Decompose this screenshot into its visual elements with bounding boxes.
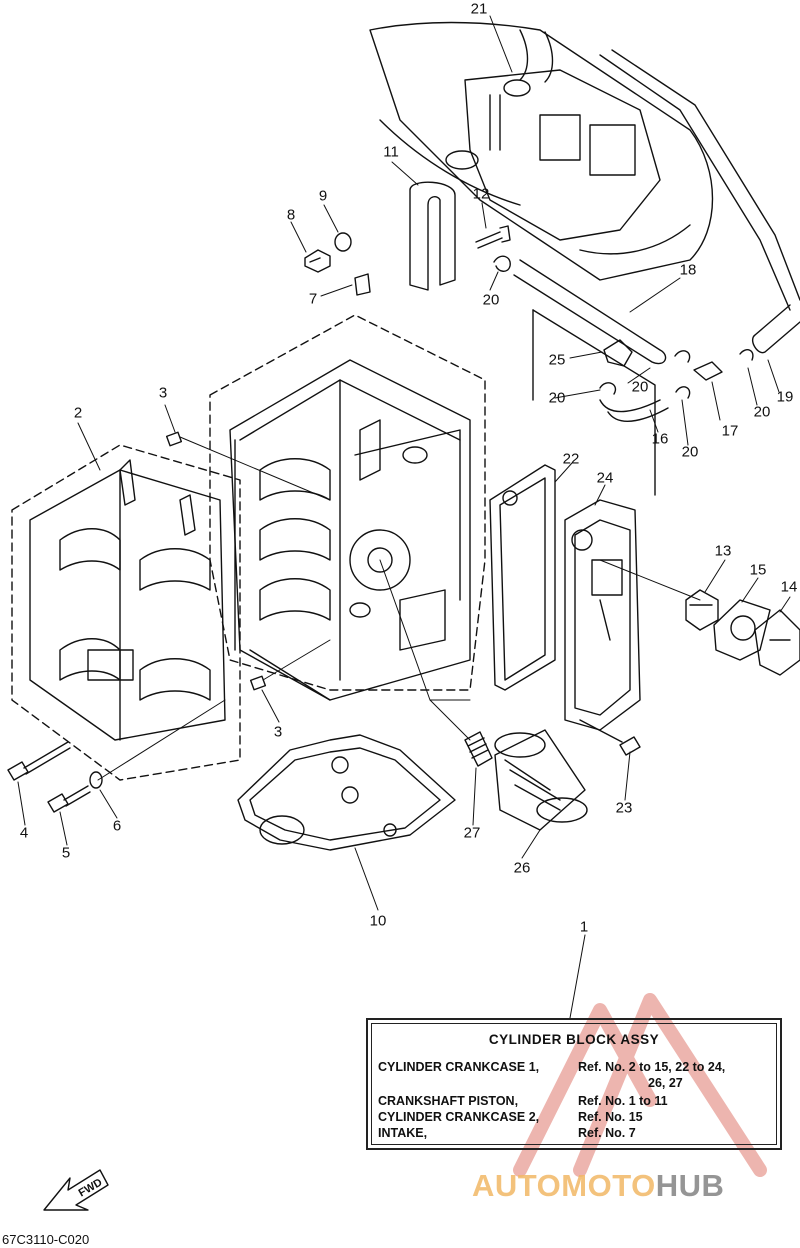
engine-head-outline — [369, 21, 800, 311]
callout-23: 23 — [615, 799, 633, 817]
clip-20-top — [493, 255, 511, 272]
callout-24: 24 — [596, 469, 614, 487]
callout-10: 10 — [369, 912, 387, 930]
crankcase-2 — [11, 444, 241, 781]
callout-7: 7 — [308, 290, 318, 308]
legend-row-name: INTAKE, — [378, 1126, 428, 1140]
callout-8: 8 — [286, 206, 296, 224]
callout-27: 27 — [463, 824, 481, 842]
callout-20: 20 — [753, 403, 771, 421]
cylinder-block — [209, 314, 486, 701]
callout-19: 19 — [776, 388, 794, 406]
callout-20: 20 — [681, 443, 699, 461]
gasket-10 — [237, 734, 456, 851]
fitting-17 — [693, 361, 723, 381]
callout-5: 5 — [61, 844, 71, 862]
cover-14 — [754, 609, 800, 676]
hose-18 — [513, 259, 667, 365]
legend-row-ref: Ref. No. 1 to 11 — [578, 1094, 668, 1108]
washer-9 — [334, 232, 352, 252]
hose-16 — [599, 399, 669, 422]
gasket-15 — [713, 599, 771, 661]
bolt-23 — [579, 719, 641, 756]
watermark-logo: AUTOMOTOHUB — [472, 1168, 724, 1204]
callout-4: 4 — [19, 824, 29, 842]
washer-6 — [89, 771, 103, 789]
watermark-part1: AUTOMOTO — [472, 1168, 656, 1203]
o-ring-21 — [503, 79, 531, 97]
bolt-12 — [475, 225, 511, 249]
callout-14: 14 — [780, 578, 798, 596]
clip-20-lower — [599, 382, 617, 395]
clip-20-mid — [674, 350, 691, 363]
legend-row-ref: 26, 27 — [648, 1076, 683, 1090]
callout-9: 9 — [318, 187, 328, 205]
legend-row-ref: Ref. No. 15 — [578, 1110, 643, 1124]
callout-2: 2 — [73, 404, 83, 422]
nipple-7 — [354, 273, 371, 296]
legend-row-name: CYLINDER CRANKCASE 1, — [378, 1060, 540, 1074]
assembly-legend-box: CYLINDER BLOCK ASSY CYLINDER CRANKCASE 1… — [366, 1018, 782, 1150]
callout-25: 25 — [548, 351, 566, 369]
watermark-triangle — [513, 993, 767, 1177]
legend-row-name: CRANKSHAFT PISTON, — [378, 1094, 519, 1108]
callout-11: 11 — [383, 143, 399, 161]
plug-8 — [304, 249, 331, 273]
bolt-4 — [7, 741, 71, 781]
thermostat-13 — [685, 589, 719, 631]
callout-26: 26 — [513, 859, 531, 877]
fwd-arrow-icon — [43, 1169, 109, 1211]
gasket-22 — [489, 464, 556, 691]
part-11-clip — [409, 181, 456, 291]
legend-row-name: CYLINDER CRANKCASE 2, — [378, 1110, 540, 1124]
callout-21: 21 — [470, 0, 488, 18]
cover-24 — [564, 499, 641, 731]
leader-lines — [17, 15, 791, 1019]
callout-20: 20 — [631, 378, 649, 396]
clip-20-right — [739, 349, 754, 361]
callout-3: 3 — [273, 723, 283, 741]
legend-row-ref: Ref. No. 7 — [578, 1126, 636, 1140]
callout-12: 12 — [472, 185, 490, 203]
callout-16: 16 — [651, 430, 669, 448]
callout-6: 6 — [112, 817, 122, 835]
legend-row-ref: Ref. No. 2 to 15, 22 to 24, — [578, 1060, 726, 1074]
dowel-pin-3-top — [165, 431, 183, 447]
callout-13: 13 — [714, 542, 732, 560]
callout-1: 1 — [579, 918, 589, 936]
drawing-code: 67C3110-C020 — [2, 1232, 90, 1247]
oil-filter-26 — [494, 729, 588, 831]
hose-19 — [751, 304, 800, 354]
callout-18: 18 — [679, 261, 697, 279]
callout-22: 22 — [562, 450, 580, 468]
filter-element-27 — [464, 731, 493, 767]
watermark-part2: HUB — [655, 1168, 725, 1203]
intake-bracket-box — [532, 309, 656, 496]
bolt-5 — [47, 785, 91, 813]
callout-17: 17 — [721, 422, 739, 440]
dowel-pin-3-bottom — [249, 675, 267, 691]
legend-title: CYLINDER BLOCK ASSY — [488, 1032, 660, 1047]
callout-15: 15 — [749, 561, 767, 579]
clip-20-bottom — [675, 386, 691, 399]
fitting-25 — [603, 339, 633, 367]
callout-20: 20 — [482, 291, 500, 309]
callout-3: 3 — [158, 384, 168, 402]
callout-20: 20 — [548, 389, 566, 407]
